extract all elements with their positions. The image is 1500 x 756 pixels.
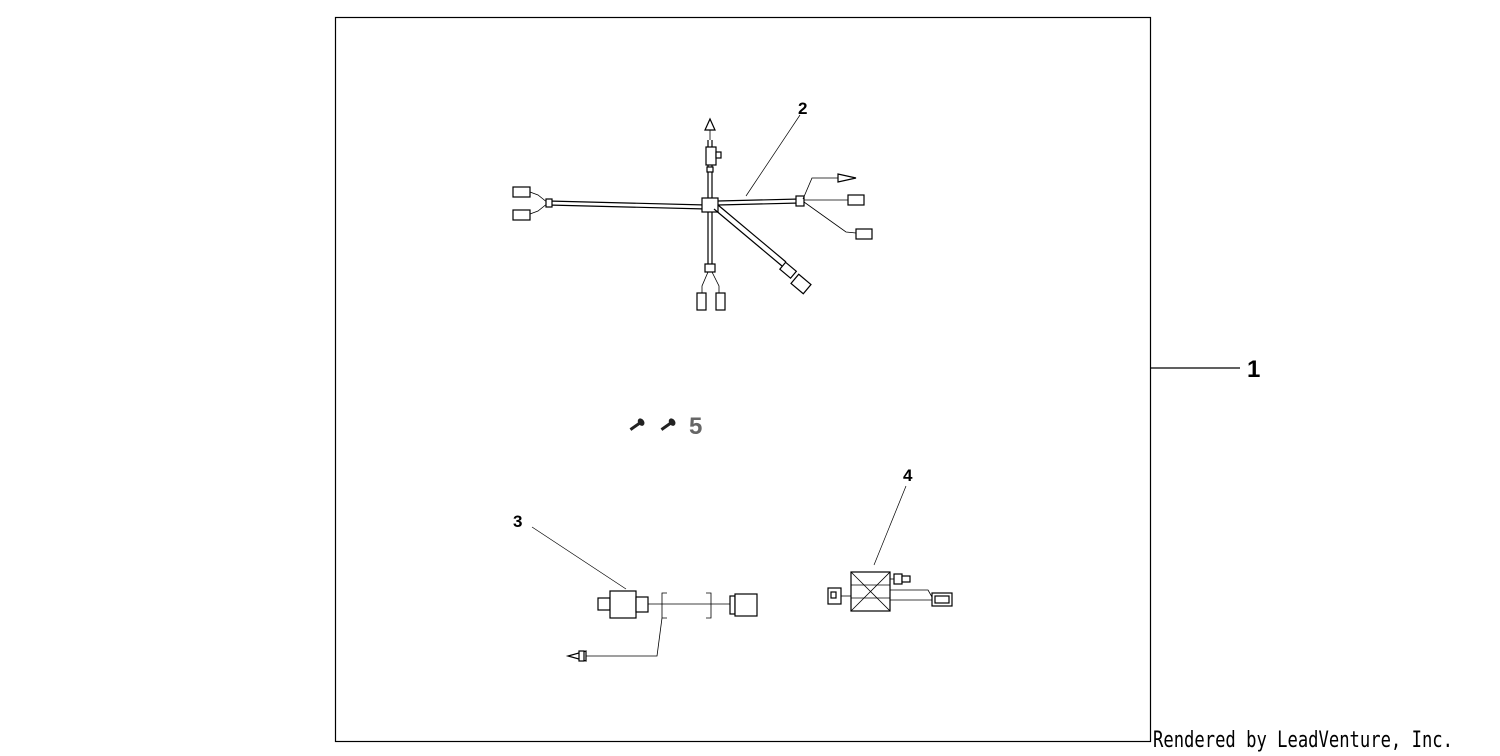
wire-harness-part-2[interactable] bbox=[512, 117, 873, 311]
callout-1[interactable]: 1 bbox=[1247, 356, 1260, 383]
callout-3-leader bbox=[531, 526, 627, 590]
kit-frame bbox=[334, 16, 1152, 743]
callout-2[interactable]: 2 bbox=[798, 99, 807, 118]
sub-harness-part-3[interactable] bbox=[565, 590, 758, 662]
render-credit: Rendered by LeadVenture, Inc. bbox=[1153, 728, 1453, 753]
callout-5[interactable]: 5 bbox=[689, 413, 702, 440]
relay-part-4[interactable] bbox=[827, 571, 953, 612]
callout-4-leader bbox=[873, 485, 907, 566]
callout-2-leader bbox=[745, 114, 801, 197]
callout-3[interactable]: 3 bbox=[513, 512, 522, 531]
callout-4[interactable]: 4 bbox=[903, 466, 913, 485]
screws-part-5[interactable] bbox=[628, 417, 677, 433]
